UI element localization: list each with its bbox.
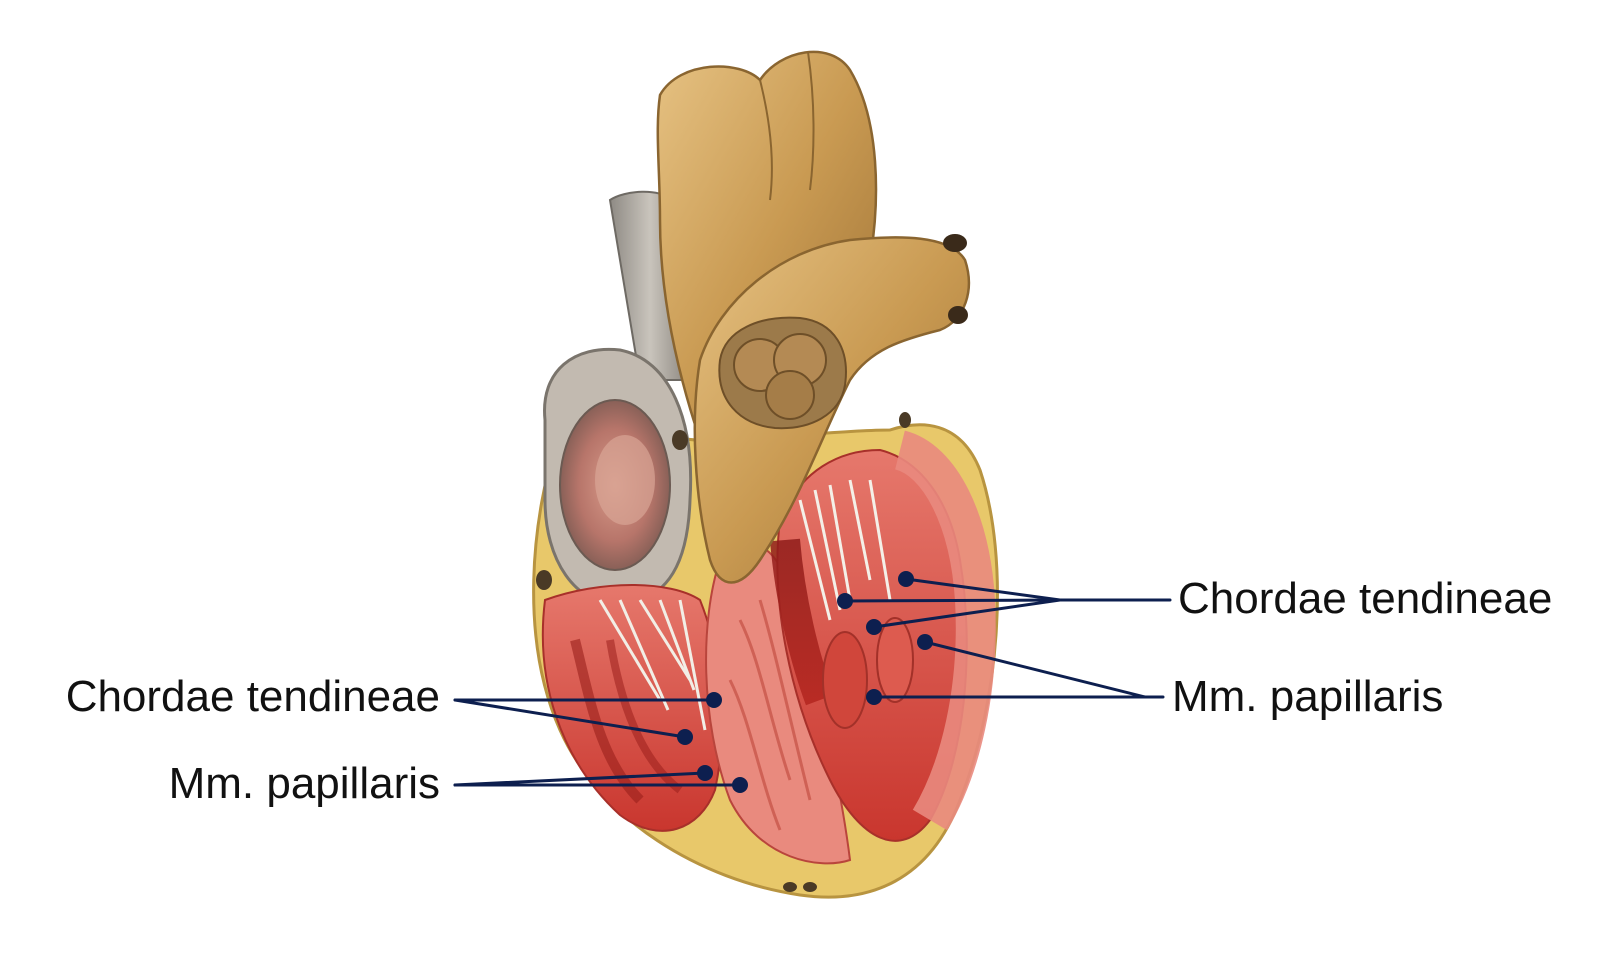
label-chordae-tendineae-left: Chordae tendineae <box>65 672 440 721</box>
dot-ct-right-a <box>898 571 914 587</box>
label-papillary-muscles-left: Mm. papillaris <box>168 759 440 808</box>
leader-ct-right-c <box>872 598 1062 629</box>
label-papillary-muscles-right: Mm. papillaris <box>1172 672 1444 721</box>
dot-mp-right-b <box>866 689 882 705</box>
leader-mp-left-a <box>453 771 707 787</box>
leader-endpoints <box>677 571 933 793</box>
dot-ct-left-b <box>677 729 693 745</box>
tricuspid-chordae <box>598 599 707 731</box>
leader-ct-right-a <box>904 577 1062 602</box>
dot-mp-left-a <box>697 765 713 781</box>
leader-lines <box>453 577 1172 787</box>
leader-ct-right-b <box>843 598 1062 603</box>
dot-mp-right-a <box>917 634 933 650</box>
leader-mp-right-a <box>923 640 1147 699</box>
dot-ct-right-b <box>837 593 853 609</box>
label-chordae-tendineae-right: Chordae tendineae <box>1178 574 1553 623</box>
dot-ct-right-c <box>866 619 882 635</box>
mitral-chordae <box>798 479 892 621</box>
leader-ct-left-b <box>453 698 687 739</box>
dot-ct-left-a <box>706 692 722 708</box>
dot-mp-left-b <box>732 777 748 793</box>
